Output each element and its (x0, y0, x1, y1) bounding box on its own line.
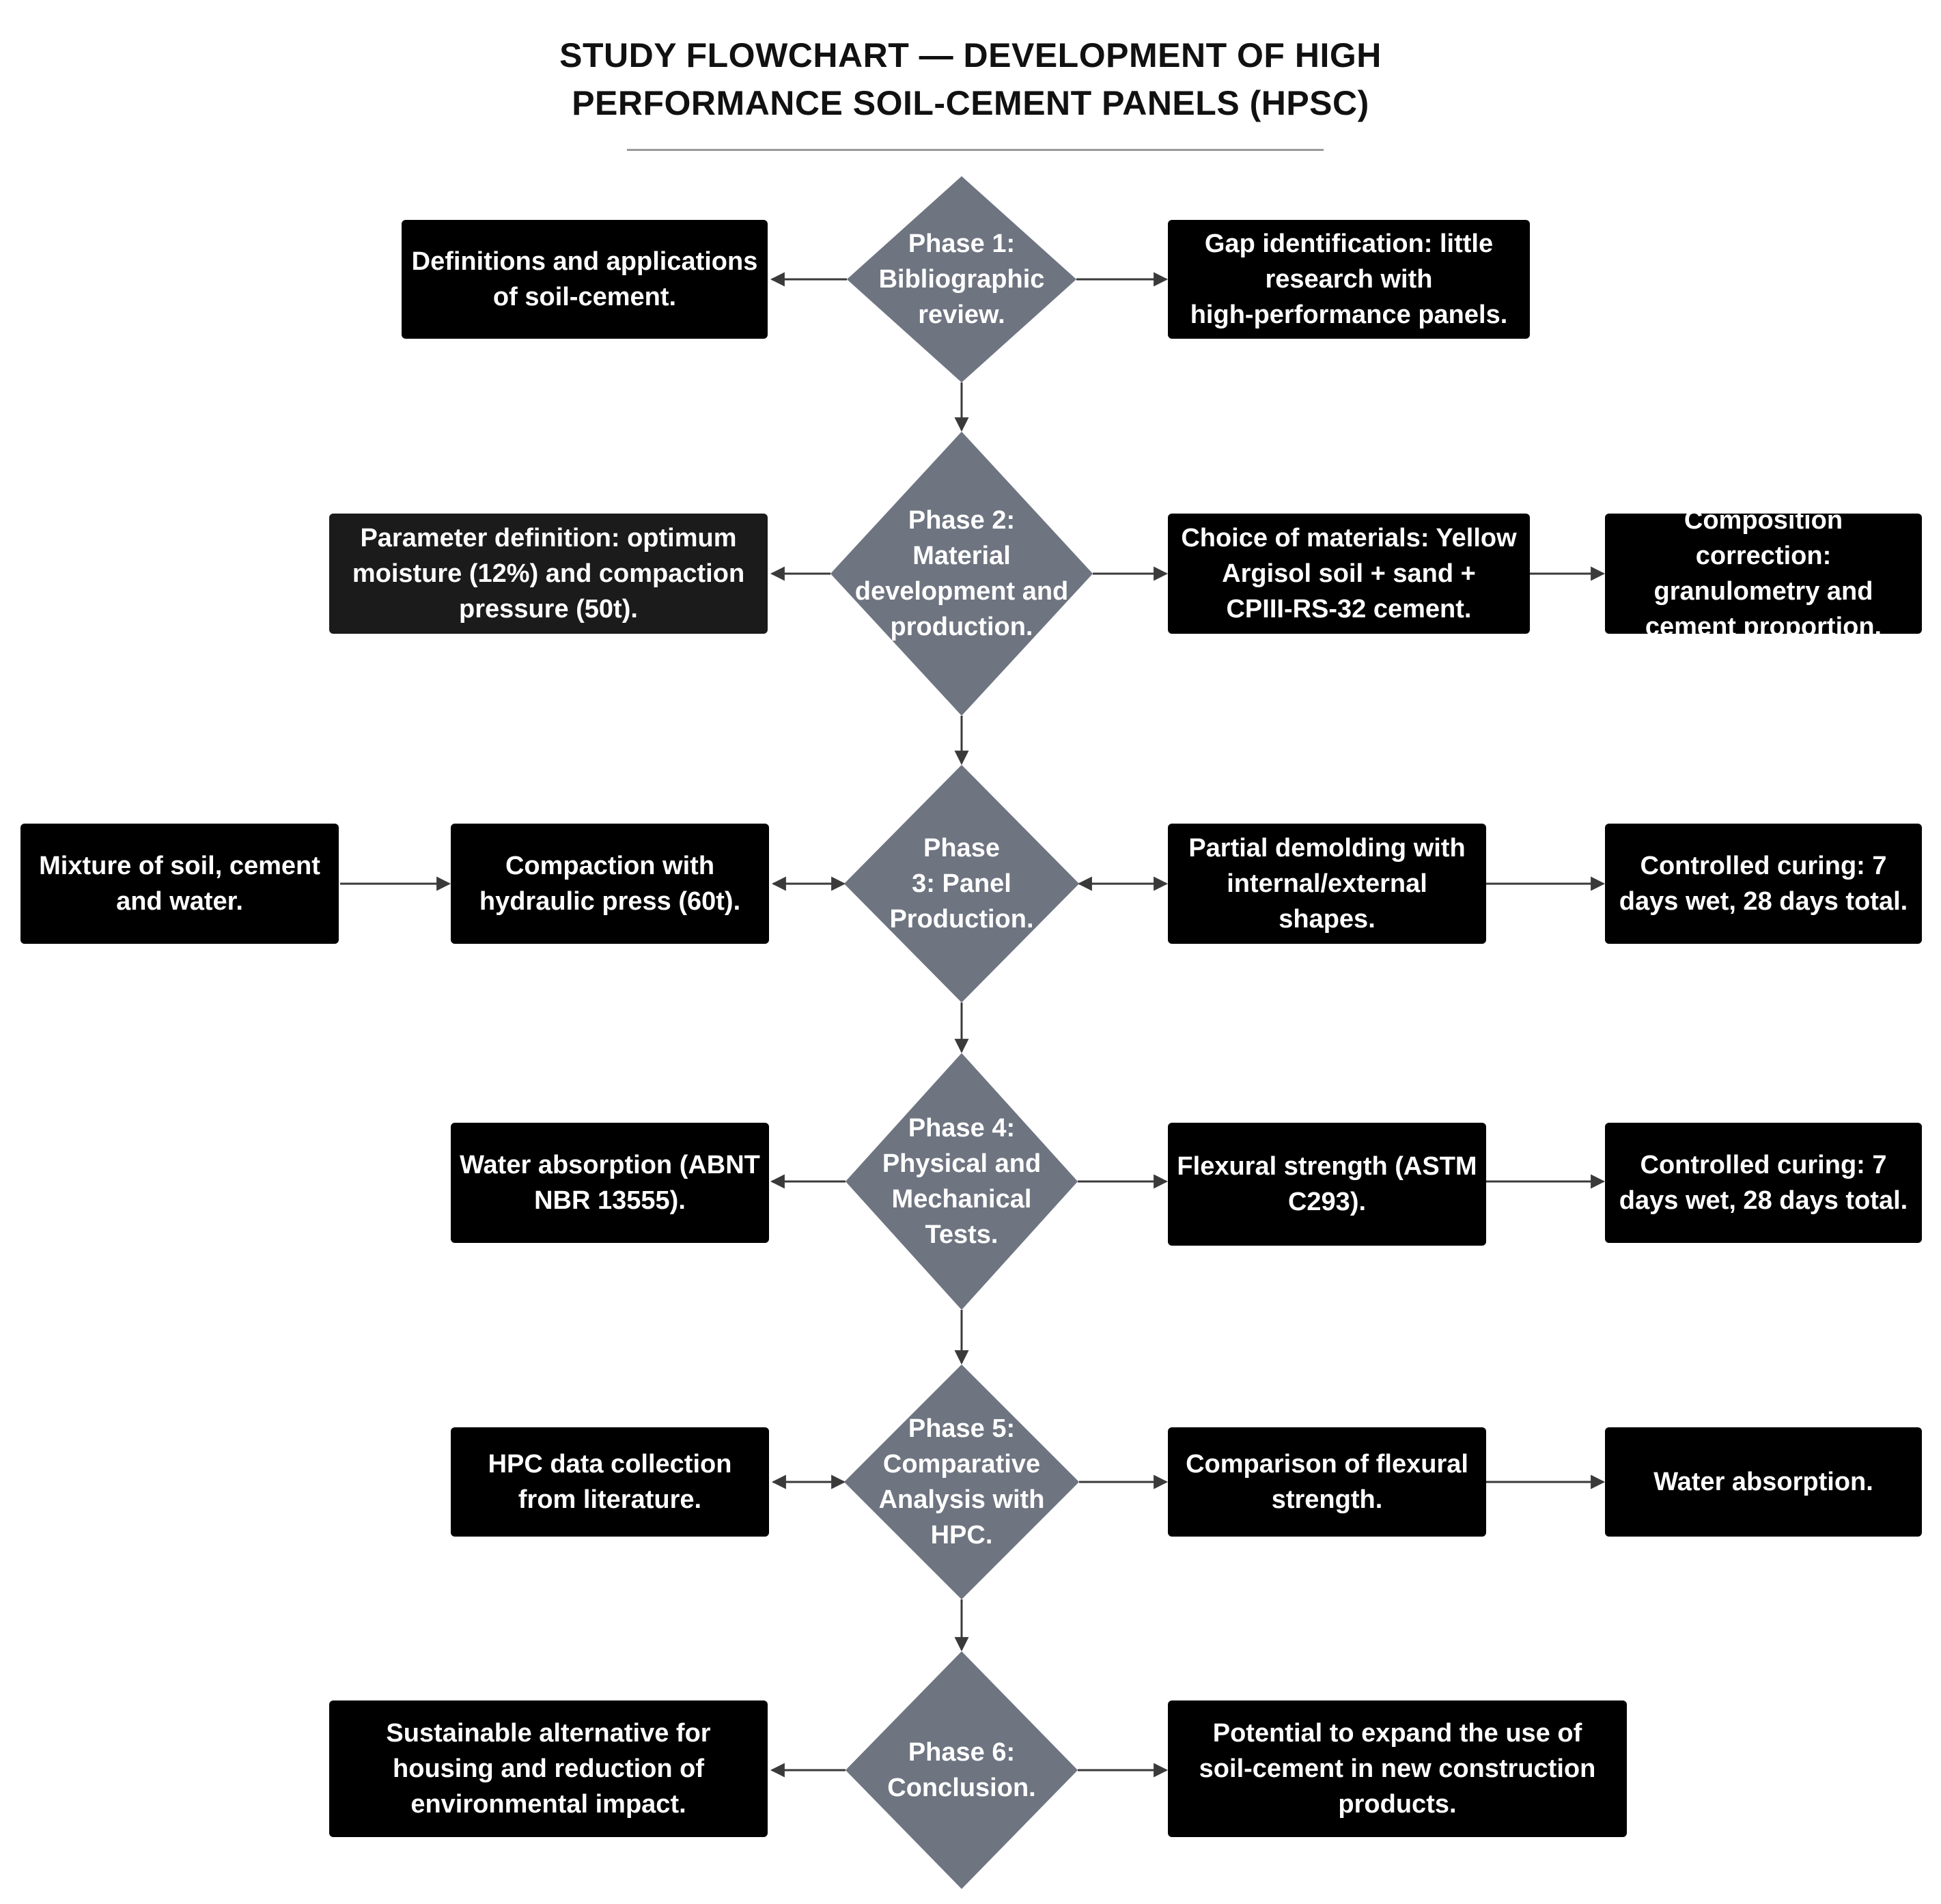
phase-5-label: Phase 5: Comparative Analysis with HPC. (878, 1414, 1045, 1550)
phase-4-label: Phase 4: Physical and Mechanical Tests. (882, 1114, 1042, 1249)
phase-3-diamond (844, 765, 1079, 1003)
box-comparison-flexural: Comparison of flexural strength. (1168, 1427, 1486, 1537)
box-flexural-strength: Flexural strength (ASTM C293). (1168, 1123, 1486, 1246)
box-compaction: Compaction with hydraulic press (60t). (451, 824, 769, 944)
box-partial-demolding: Partial demolding with internal/external… (1168, 824, 1486, 944)
box-sustainable-alternative: Sustainable alternative for housing and … (329, 1700, 768, 1837)
phase-3-label: Phase 3: Panel Production. (889, 834, 1034, 934)
title-line-1: STUDY FLOWCHART — DEVELOPMENT OF HIGH (559, 36, 1382, 74)
box-parameter-definition: Parameter definition: optimum moisture (… (329, 514, 768, 634)
box-soil-cement-definitions: Definitions and applications of soil-cem… (402, 220, 768, 339)
phase-6-diamond (846, 1651, 1078, 1889)
phase-1-label: Phase 1: Bibliographic review. (878, 229, 1045, 329)
box-controlled-curing-p3: Controlled curing: 7 days wet, 28 days t… (1605, 824, 1922, 944)
phase-6-label: Phase 6: Conclusion. (887, 1738, 1036, 1802)
box-hpc-data-collection: HPC data collection from literature. (451, 1427, 769, 1537)
phase-2-diamond (830, 432, 1093, 716)
phase-5-diamond (844, 1364, 1079, 1599)
box-water-absorption-comparison: Water absorption. (1605, 1427, 1922, 1537)
title-line-2: PERFORMANCE SOIL-CEMENT PANELS (HPSC) (572, 84, 1369, 122)
title-divider (627, 149, 1324, 151)
phase-1-diamond (847, 176, 1076, 382)
box-expand-use: Potential to expand the use of soil-ceme… (1168, 1700, 1627, 1837)
phase-4-diamond (846, 1053, 1078, 1310)
box-controlled-curing-p4: Controlled curing: 7 days wet, 28 days t… (1605, 1123, 1922, 1243)
box-choice-of-materials: Choice of materials: Yellow Argisol soil… (1168, 514, 1530, 634)
box-water-absorption-test: Water absorption (ABNT NBR 13555). (451, 1123, 769, 1243)
box-mixture: Mixture of soil, cement and water. (20, 824, 339, 944)
box-composition-correction: Composition correction: granulometry and… (1605, 506, 1922, 641)
phase-2-label: Phase 2: Material development and produc… (854, 506, 1069, 641)
box-gap-identification: Gap identification: little research with… (1168, 220, 1530, 339)
